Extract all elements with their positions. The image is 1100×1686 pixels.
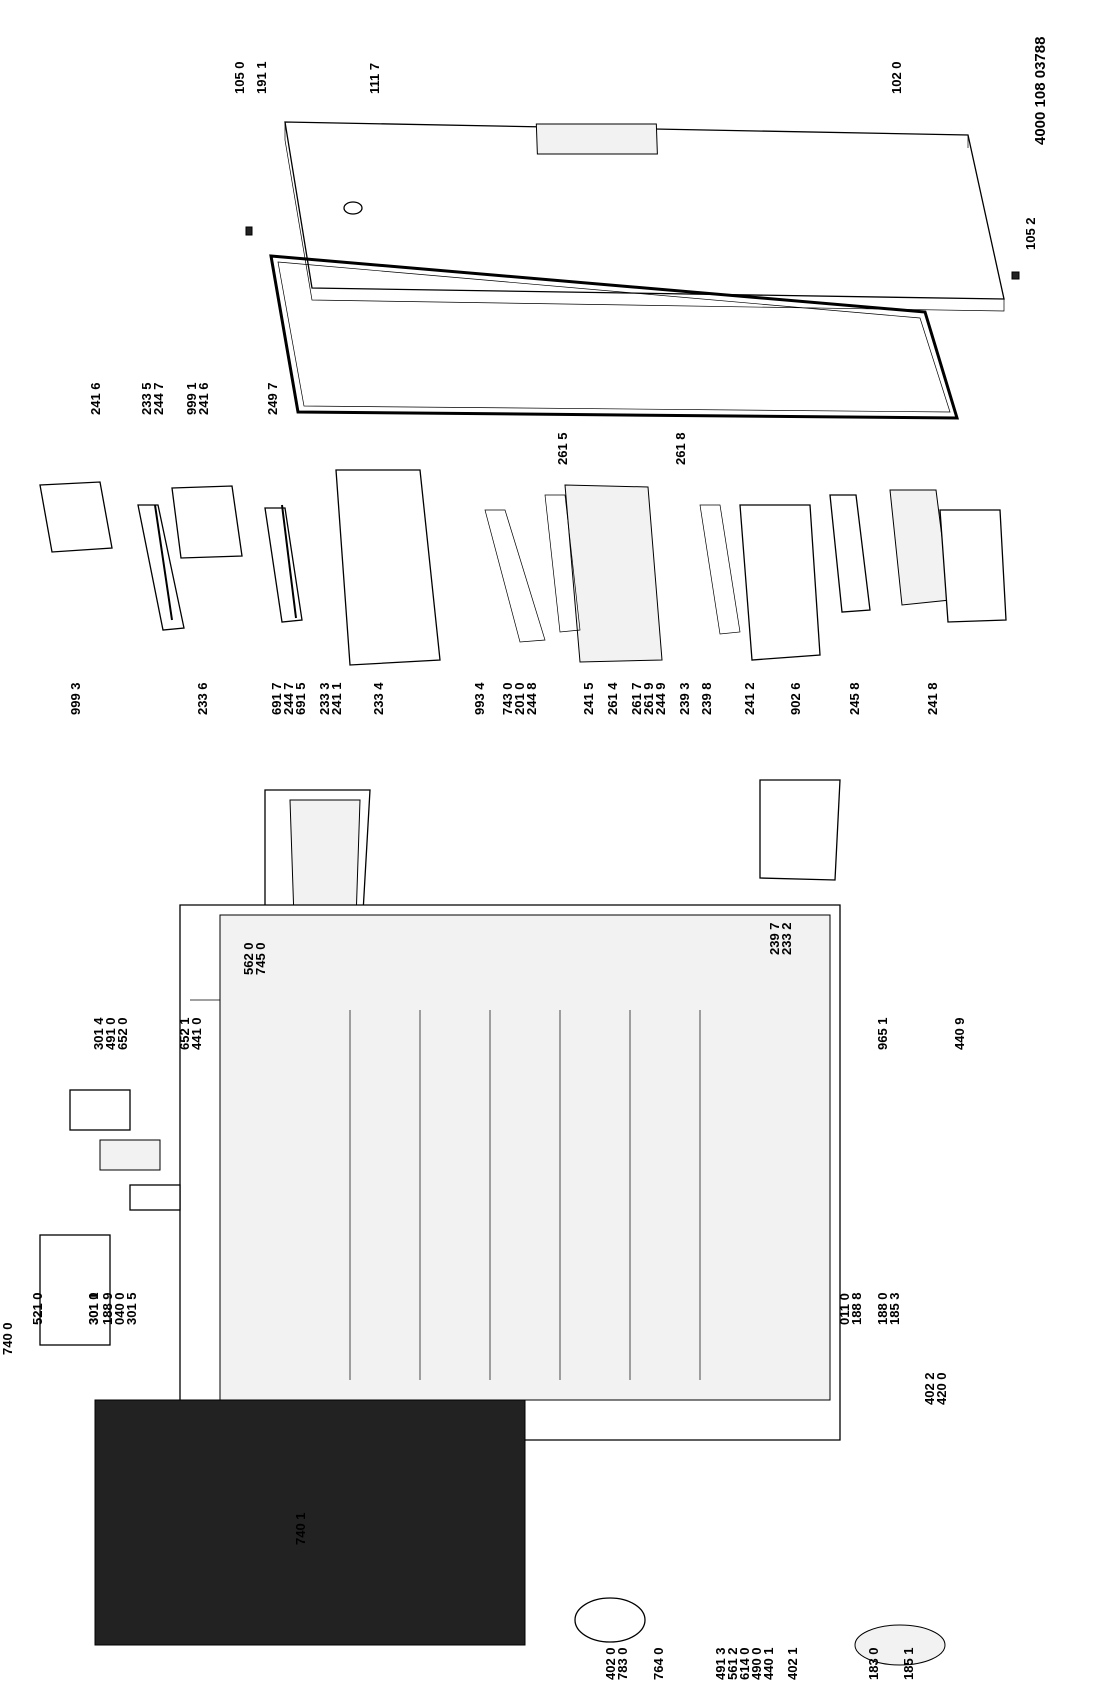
part-label-249-7: 249 7 (265, 382, 280, 415)
part-label-301-0: 301 0 (86, 1292, 101, 1325)
part-label-244-8: 244 8 (524, 682, 539, 715)
glass-shelf-upper (39, 481, 303, 631)
part-label-241-5: 241 5 (581, 682, 596, 715)
part-label-745-0: 745 0 (253, 942, 268, 975)
part-label-999-1: 999 1 (184, 382, 199, 415)
part-label-102-0: 102 0 (889, 61, 904, 94)
part-label-233-6: 233 6 (195, 682, 210, 715)
part-label-652-1: 652 1 (177, 1017, 192, 1050)
part-label-440-1: 440 1 (761, 1647, 776, 1680)
door-panel (284, 121, 1005, 312)
part-label-105-2: 105 2 (1023, 217, 1038, 250)
condenser-coil (94, 1399, 526, 1646)
part-label-188-8: 188 8 (849, 1292, 864, 1325)
part-label-301-5: 301 5 (124, 1292, 139, 1325)
part-label-239-7: 239 7 (767, 922, 782, 955)
part-label-402-0: 402 0 (603, 1647, 618, 1680)
part-label-261-5: 261 5 (555, 432, 570, 465)
part-label-261-7: 261 7 (629, 682, 644, 715)
control-panel (39, 1089, 181, 1346)
part-label-241-6b: 241 6 (196, 382, 211, 415)
part-label-740-0: 740 0 (0, 1322, 15, 1355)
part-label-561-2: 561 2 (725, 1647, 740, 1680)
part-label-783-0: 783 0 (615, 1647, 630, 1680)
part-label-239-3: 239 3 (677, 682, 692, 715)
part-label-491-3: 491 3 (713, 1647, 728, 1680)
part-label-188-9: 188 9 (100, 1292, 115, 1325)
part-label-993-4: 993 4 (472, 682, 487, 715)
part-label-244-9: 244 9 (653, 682, 668, 715)
part-label-301-1: 301 1 (86, 1292, 101, 1325)
part-label-011-0: 011 0 (837, 1293, 852, 1325)
compressor (574, 1597, 946, 1666)
hinge-pin-top (245, 226, 253, 236)
part-label-191-1: 191 1 (254, 61, 269, 94)
part-label-241-2: 241 2 (742, 682, 757, 715)
part-label-691-5: 691 5 (293, 682, 308, 715)
part-label-233-4: 233 4 (371, 682, 386, 715)
part-label-440-9: 440 9 (952, 1017, 967, 1050)
part-label-491-0: 491 0 (103, 1017, 118, 1050)
part-label-241-1: 241 1 (329, 682, 344, 715)
part-label-521-0: 521 0 (30, 1292, 45, 1325)
part-label-261-9: 261 9 (641, 682, 656, 715)
part-label-040-0: 040 0 (112, 1292, 127, 1325)
part-label-902-6: 902 6 (788, 682, 803, 715)
part-label-239-8: 239 8 (699, 682, 714, 715)
part-label-233-3: 233 3 (317, 682, 332, 715)
part-label-261-4: 261 4 (605, 682, 620, 715)
part-label-301-4: 301 4 (91, 1017, 106, 1050)
part-label-185-3: 185 3 (887, 1292, 902, 1325)
part-label-245-8: 245 8 (847, 682, 862, 715)
part-label-999-3: 999 3 (68, 682, 83, 715)
part-label-402-1: 402 1 (785, 1647, 800, 1680)
part-label-652-0: 652 0 (115, 1017, 130, 1050)
part-label-441-0: 441 0 (189, 1017, 204, 1050)
part-label-183-0: 183 0 (866, 1647, 881, 1680)
part-label-402-2: 402 2 (922, 1372, 937, 1405)
part-label-201-0: 201 0 (512, 682, 527, 715)
crisper-boxes (335, 469, 1007, 666)
hinge-pin-bottom (1011, 271, 1020, 280)
part-label-241-6a: 241 6 (88, 382, 103, 415)
part-label-244-7a: 244 7 (151, 382, 166, 415)
part-label-740-1: 740 1 (293, 1512, 308, 1545)
part-label-490-0: 490 0 (749, 1647, 764, 1680)
part-label-614-0: 614 0 (737, 1647, 752, 1680)
document-number: 4000 108 03788 (1032, 37, 1049, 145)
part-label-244-7b: 244 7 (281, 682, 296, 715)
part-label-691-7: 691 7 (269, 682, 284, 715)
part-label-241-8: 241 8 (925, 682, 940, 715)
part-label-185-1: 185 1 (901, 1647, 916, 1680)
door-stopper (343, 201, 363, 215)
cabinet-body (179, 904, 841, 1441)
part-label-233-5: 233 5 (139, 382, 154, 415)
door-gasket (269, 254, 960, 420)
part-label-965-1: 965 1 (875, 1017, 890, 1050)
part-label-420-0: 420 0 (934, 1372, 949, 1405)
part-label-261-8: 261 8 (673, 432, 688, 465)
part-label-562-0: 562 0 (241, 942, 256, 975)
part-label-188-0: 188 0 (875, 1292, 890, 1325)
part-label-233-2: 233 2 (779, 922, 794, 955)
part-label-105-0: 105 0 (232, 61, 247, 94)
part-label-111-7: 111 7 (367, 63, 382, 94)
part-label-764-0: 764 0 (651, 1647, 666, 1680)
part-label-743-0: 743 0 (500, 682, 515, 715)
